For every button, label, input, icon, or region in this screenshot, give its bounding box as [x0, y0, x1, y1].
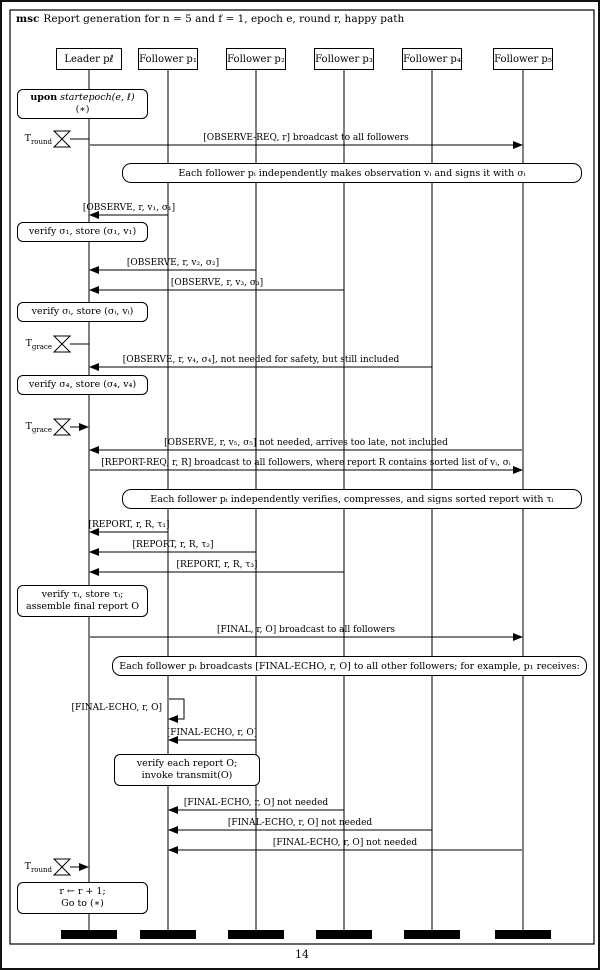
timer-sub-round: round	[30, 137, 52, 146]
note-observe: Each follower pᵢ independently makes obs…	[122, 163, 582, 183]
lifeline-end-follower3	[316, 930, 372, 939]
message-observe-2: [OBSERVE, r, v₂, σ₂]	[126, 258, 220, 268]
message-observe-4: [OBSERVE, r, v₄, σ₄], not needed for saf…	[122, 355, 400, 365]
timer-t: T	[25, 338, 32, 349]
message-report-2: [REPORT, r, R, τ₂]	[132, 540, 214, 550]
participant-follower2: Follower p₂	[226, 48, 286, 70]
timer-grace-timeout-label: Tgrace	[14, 421, 52, 434]
action-verify-sigma-i: verify σᵢ, store (σᵢ, vᵢ)	[17, 302, 148, 322]
timer-t: T	[24, 133, 31, 144]
timer-grace-set-label: Tgrace	[14, 338, 52, 351]
message-final-echo-p4: [FINAL-ECHO, r, O] not needed	[227, 818, 373, 828]
lifeline-end-leader	[61, 930, 117, 939]
timer-sub-grace: grace	[31, 342, 52, 351]
msc-title-keyword: msc	[16, 13, 40, 25]
message-observe-5: [OBSERVE, r, v₅, σ₅] not needed, arrives…	[164, 438, 448, 448]
message-observe-1: [OBSERVE, r, v₁, σ₁]	[82, 203, 176, 213]
action-verify-tau-line2: assemble final report O	[25, 601, 140, 612]
message-report-3: [REPORT, r, R, τ₃]	[176, 560, 258, 570]
note-report: Each follower pᵢ independently verifies,…	[122, 489, 582, 509]
timer-grace-timeout-icon	[52, 418, 72, 436]
timer-t: T	[25, 421, 32, 432]
timer-round-set-label: Tround	[14, 133, 52, 146]
participant-follower1-label: Follower p₁	[139, 53, 197, 65]
msc-frame	[9, 9, 595, 945]
note-final-echo: Each follower pᵢ broadcasts [FINAL-ECHO,…	[112, 656, 587, 676]
participant-follower2-label: Follower p₂	[227, 53, 285, 65]
upon-call: startepoch(e, ℓ)	[60, 91, 135, 103]
message-observe-3: [OBSERVE, r, v₃, σ₃]	[170, 278, 264, 288]
lifeline-end-follower1	[140, 930, 196, 939]
action-verify-report-line2: invoke transmit(O)	[141, 770, 233, 781]
action-verify-sigma1: verify σ₁, store (σ₁, v₁)	[17, 222, 148, 242]
msc-title-text: Report generation for n = 5 and f = 1, e…	[43, 13, 405, 25]
message-final: [FINAL, r, O] broadcast to all followers	[216, 625, 396, 635]
action-verify-sigma4-text: verify σ₄, store (σ₄, v₄)	[28, 378, 137, 390]
message-report-req: [REPORT-REQ, r, R] broadcast to all foll…	[101, 458, 511, 468]
action-verify-report-line1: verify each report O;	[136, 757, 238, 769]
action-next-round: r ← r + 1; Go to (∗)	[17, 882, 148, 914]
participant-follower3-label: Follower p₃	[315, 53, 373, 65]
message-final-echo-p5: [FINAL-ECHO, r, O] not needed	[272, 838, 418, 848]
timer-round-set-icon	[52, 130, 72, 148]
upon-keyword: upon	[30, 91, 58, 103]
lifeline-end-follower5	[495, 930, 551, 939]
lifeline-end-follower2	[228, 930, 284, 939]
message-observe-req: [OBSERVE-REQ, r] broadcast to all follow…	[203, 133, 409, 143]
action-verify-sigma4: verify σ₄, store (σ₄, v₄)	[17, 375, 148, 395]
participant-follower4-label: Follower p₄	[403, 53, 461, 65]
message-final-echo-p3: [FINAL-ECHO, r, O] not needed	[183, 798, 329, 808]
timer-sub-round: round	[30, 865, 52, 874]
action-verify-sigma1-text: verify σ₁, store (σ₁, v₁)	[28, 225, 137, 237]
action-next-round-line1: r ← r + 1;	[59, 885, 106, 897]
timer-round-timeout-icon	[52, 858, 72, 876]
timer-sub-grace: grace	[31, 425, 52, 434]
timer-grace-set-icon	[52, 335, 72, 353]
participant-leader-label: Leader pℓ	[64, 53, 114, 65]
note-report-text: Each follower pᵢ independently verifies,…	[150, 493, 554, 505]
action-verify-tau-line1: verify τᵢ, store τᵢ;	[41, 588, 124, 600]
action-upon-line2: (∗)	[75, 104, 90, 115]
message-final-echo-p2: [FINAL-ECHO, r, O]	[166, 728, 258, 738]
participant-follower4: Follower p₄	[402, 48, 462, 70]
timer-round-timeout-label: Tround	[14, 861, 52, 874]
action-verify-sigma-i-text: verify σᵢ, store (σᵢ, vᵢ)	[31, 305, 134, 317]
note-observe-text: Each follower pᵢ independently makes obs…	[178, 167, 526, 179]
note-final-echo-text: Each follower pᵢ broadcasts [FINAL-ECHO,…	[119, 660, 580, 672]
action-verify-report: verify each report O; invoke transmit(O)	[114, 754, 260, 786]
message-report-1: [REPORT, r, R, τ₁]	[88, 520, 170, 530]
action-verify-tau: verify τᵢ, store τᵢ; assemble final repo…	[17, 585, 148, 617]
action-next-round-line2: Go to (∗)	[61, 898, 104, 909]
participant-leader: Leader pℓ	[56, 48, 122, 70]
participant-follower5: Follower p₅	[493, 48, 553, 70]
page-number: 14	[295, 948, 309, 961]
participant-follower5-label: Follower p₅	[494, 53, 552, 65]
participant-follower3: Follower p₃	[314, 48, 374, 70]
message-final-echo-self: [FINAL-ECHO, r, O]	[71, 703, 162, 713]
timer-t: T	[24, 861, 31, 872]
participant-follower1: Follower p₁	[138, 48, 198, 70]
arrow-final-echo-self	[168, 698, 185, 723]
lifeline-end-follower4	[404, 930, 460, 939]
